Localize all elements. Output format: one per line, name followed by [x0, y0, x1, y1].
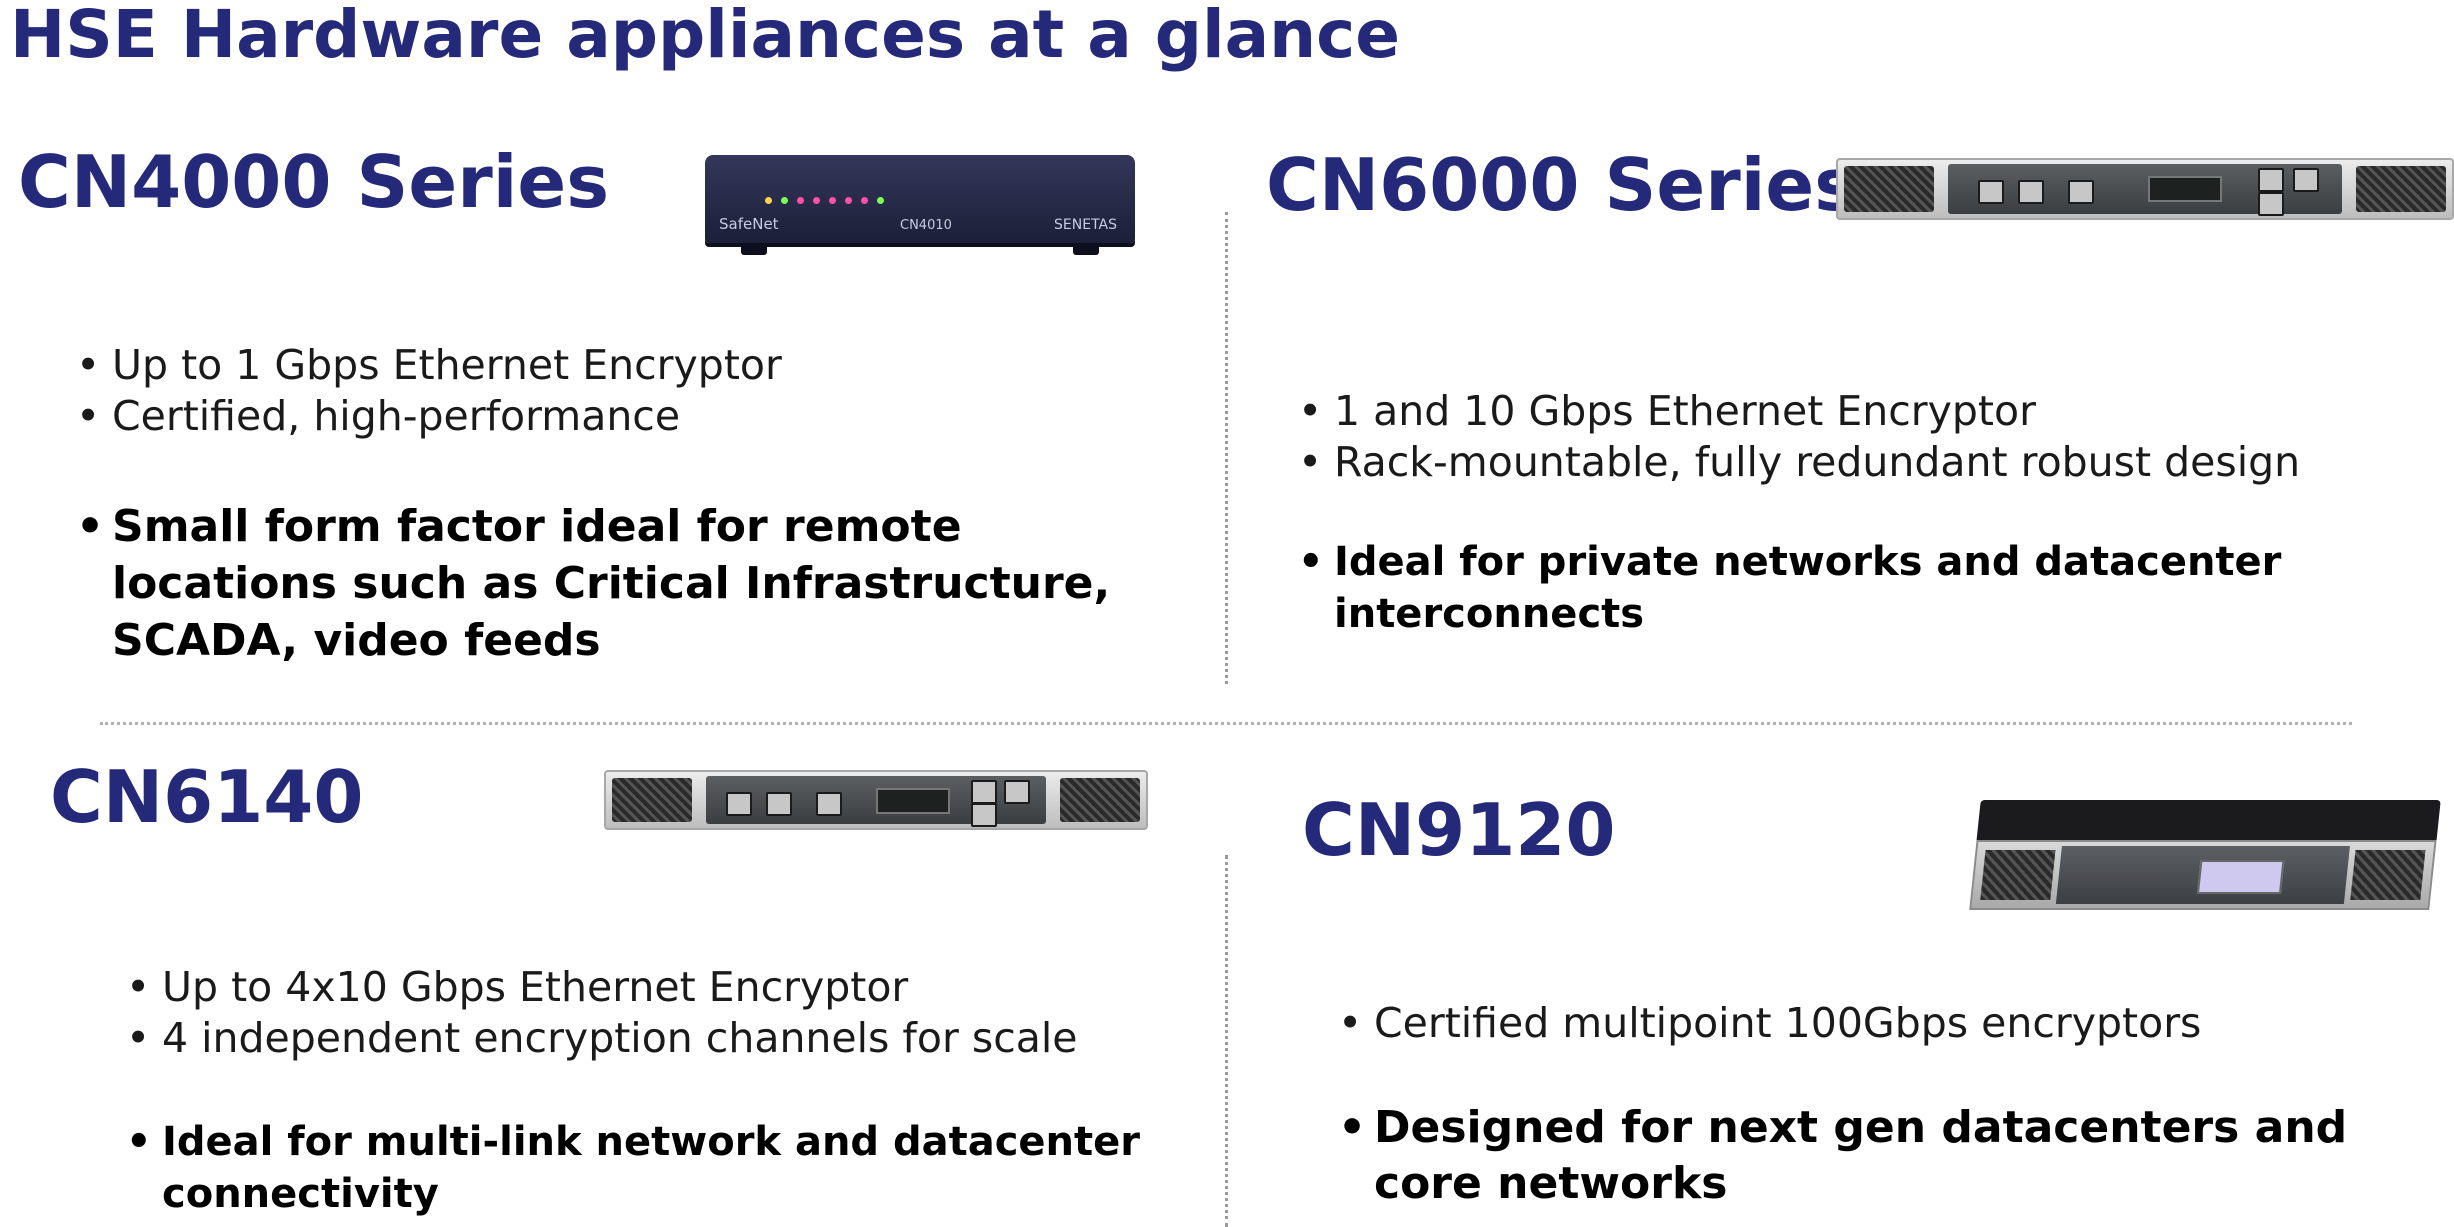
cn6140-points: Up to 4x10 Gbps Ethernet Encryptor 4 ind…	[126, 962, 1206, 1064]
device-vent	[1844, 166, 1934, 212]
device-port	[2068, 180, 2094, 204]
device-port	[1004, 780, 1030, 804]
cn4000-highlight: Small form factor ideal for remote locat…	[76, 498, 1186, 669]
device-brand: SafeNet	[719, 215, 779, 233]
status-led	[781, 197, 788, 204]
cn6140-highlight: Ideal for multi-link network and datacen…	[126, 1116, 1206, 1220]
heading-cn6000: CN6000 Series	[1266, 143, 1858, 227]
device-display	[2196, 860, 2285, 894]
device-port	[971, 780, 997, 804]
status-led	[765, 197, 772, 204]
device-port	[2018, 180, 2044, 204]
list-item: Certified multipoint 100Gbps encryptors	[1338, 998, 2438, 1049]
device-top	[1976, 800, 2441, 840]
device-port	[2293, 168, 2319, 192]
list-item: 4 independent encryption channels for sc…	[126, 1013, 1206, 1064]
status-led	[877, 197, 884, 204]
list-item: Ideal for multi-link network and datacen…	[126, 1116, 1206, 1220]
device-port	[971, 803, 997, 827]
status-led	[813, 197, 820, 204]
device-port	[2258, 168, 2284, 192]
cn6000-points: 1 and 10 Gbps Ethernet Encryptor Rack-mo…	[1298, 386, 2428, 488]
heading-cn6140: CN6140	[50, 755, 364, 839]
list-item: Rack-mountable, fully redundant robust d…	[1298, 437, 2428, 488]
list-item: 1 and 10 Gbps Ethernet Encryptor	[1298, 386, 2428, 437]
device-port	[766, 792, 792, 816]
list-item: Up to 1 Gbps Ethernet Encryptor	[76, 340, 1186, 391]
device-foot	[1073, 245, 1099, 255]
device-display	[2148, 176, 2222, 202]
list-item: Small form factor ideal for remote locat…	[76, 498, 1186, 669]
heading-cn9120: CN9120	[1302, 788, 1616, 872]
heading-cn4000: CN4000 Series	[18, 140, 610, 224]
device-port	[1978, 180, 2004, 204]
device-vent	[2350, 850, 2426, 900]
device-panel	[706, 776, 1046, 827]
status-led	[861, 197, 868, 204]
device-display	[876, 788, 950, 814]
device-foot	[741, 245, 767, 255]
status-led	[845, 197, 852, 204]
device-vent	[612, 778, 692, 822]
cn4000-device-image: SafeNet CN4010 SENETAS	[705, 155, 1135, 255]
device-brand-secondary: SENETAS	[1054, 217, 1117, 233]
page-title: HSE Hardware appliances at a glance	[10, 0, 1400, 73]
status-led	[829, 197, 836, 204]
cn6000-highlight: Ideal for private networks and datacente…	[1298, 536, 2428, 640]
cn9120-device-image	[1969, 800, 2441, 910]
device-panel	[1948, 164, 2342, 216]
cn9120-points: Certified multipoint 100Gbps encryptors	[1338, 998, 2438, 1049]
list-item: Ideal for private networks and datacente…	[1298, 536, 2428, 640]
list-item: Designed for next gen datacenters and co…	[1338, 1100, 2438, 1212]
device-vent	[1980, 850, 2056, 900]
horizontal-divider	[100, 722, 2352, 725]
device-port	[2258, 192, 2284, 216]
status-led	[797, 197, 804, 204]
cn4000-points: Up to 1 Gbps Ethernet Encryptor Certifie…	[76, 340, 1186, 442]
cn9120-highlight: Designed for next gen datacenters and co…	[1338, 1100, 2438, 1212]
device-front	[1969, 840, 2437, 910]
device-vent	[2356, 166, 2446, 212]
cn6140-device-image	[604, 770, 1148, 830]
vertical-divider-top	[1225, 212, 1228, 684]
device-vent	[1060, 778, 1140, 822]
device-panel	[2055, 846, 2350, 904]
cn6000-device-image	[1836, 158, 2454, 220]
device-model: CN4010	[900, 218, 952, 233]
list-item: Up to 4x10 Gbps Ethernet Encryptor	[126, 962, 1206, 1013]
vertical-divider-bottom	[1225, 855, 1228, 1227]
list-item: Certified, high-performance	[76, 391, 1186, 442]
device-port	[816, 792, 842, 816]
device-port	[726, 792, 752, 816]
